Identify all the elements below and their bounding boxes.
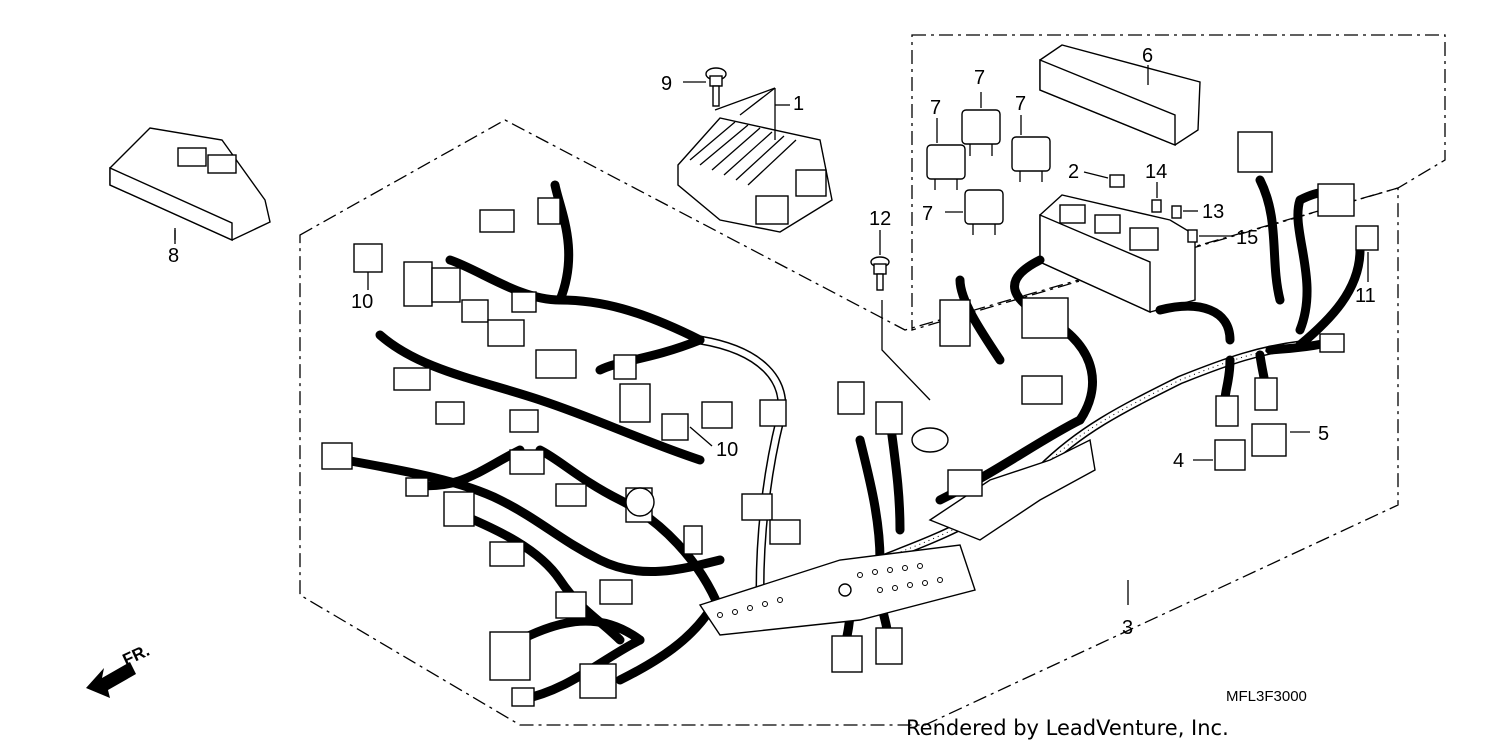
callout-6: 6 (1142, 45, 1153, 67)
part-7-relay-d (945, 189, 1004, 235)
part-15-fuse (1187, 229, 1232, 243)
callout-13: 13 (1202, 201, 1224, 223)
credit-text: Rendered by LeadVenture, Inc. (906, 716, 1229, 740)
callout-4: 4 (1173, 450, 1184, 472)
part-6-fuse-box-cover (1039, 44, 1201, 147)
part-9-bolt (683, 67, 727, 107)
main-harness (340, 175, 1365, 705)
callout-5: 5 (1318, 423, 1329, 445)
leader-lines (174, 228, 1369, 605)
callout-labels: 1 2 3 4 5 6 7 7 7 7 8 9 10 10 11 12 13 1… (168, 45, 1376, 639)
part-7-relay-c (1011, 115, 1051, 182)
callout-9: 9 (661, 73, 672, 95)
callout-10-b: 10 (716, 439, 738, 461)
part-8-module (109, 127, 271, 242)
harness-boundary (299, 119, 1399, 726)
callout-7-b: 7 (930, 97, 941, 119)
fuse-box-boundary (911, 34, 1446, 331)
callout-14: 14 (1145, 161, 1167, 183)
part-14-fuse (1151, 182, 1162, 213)
diagram-code: MFL3F3000 (1226, 688, 1307, 705)
callout-12: 12 (869, 208, 891, 230)
harness-connectors (321, 131, 1379, 707)
front-direction-arrow-icon: FR. (86, 641, 153, 698)
part-1-regulator (677, 87, 833, 233)
callout-1: 1 (793, 93, 804, 115)
part-2-fuse (1083, 171, 1125, 188)
callout-2: 2 (1068, 161, 1079, 183)
callout-3: 3 (1122, 617, 1133, 639)
callout-7-d: 7 (922, 203, 933, 225)
callout-15: 15 (1236, 227, 1258, 249)
callout-7-c: 7 (1015, 93, 1026, 115)
callout-11: 11 (1355, 285, 1376, 307)
callout-10-a: 10 (351, 291, 373, 313)
harness-bracket (698, 438, 1096, 636)
part-13-fuse (1171, 205, 1198, 219)
fuse-box-base (1039, 194, 1196, 314)
callout-8: 8 (168, 245, 179, 267)
part-12-bolt (870, 230, 931, 401)
part-7-relay-a (961, 92, 1001, 156)
part-7-relay-b (926, 118, 966, 190)
callout-7-a: 7 (974, 67, 985, 89)
